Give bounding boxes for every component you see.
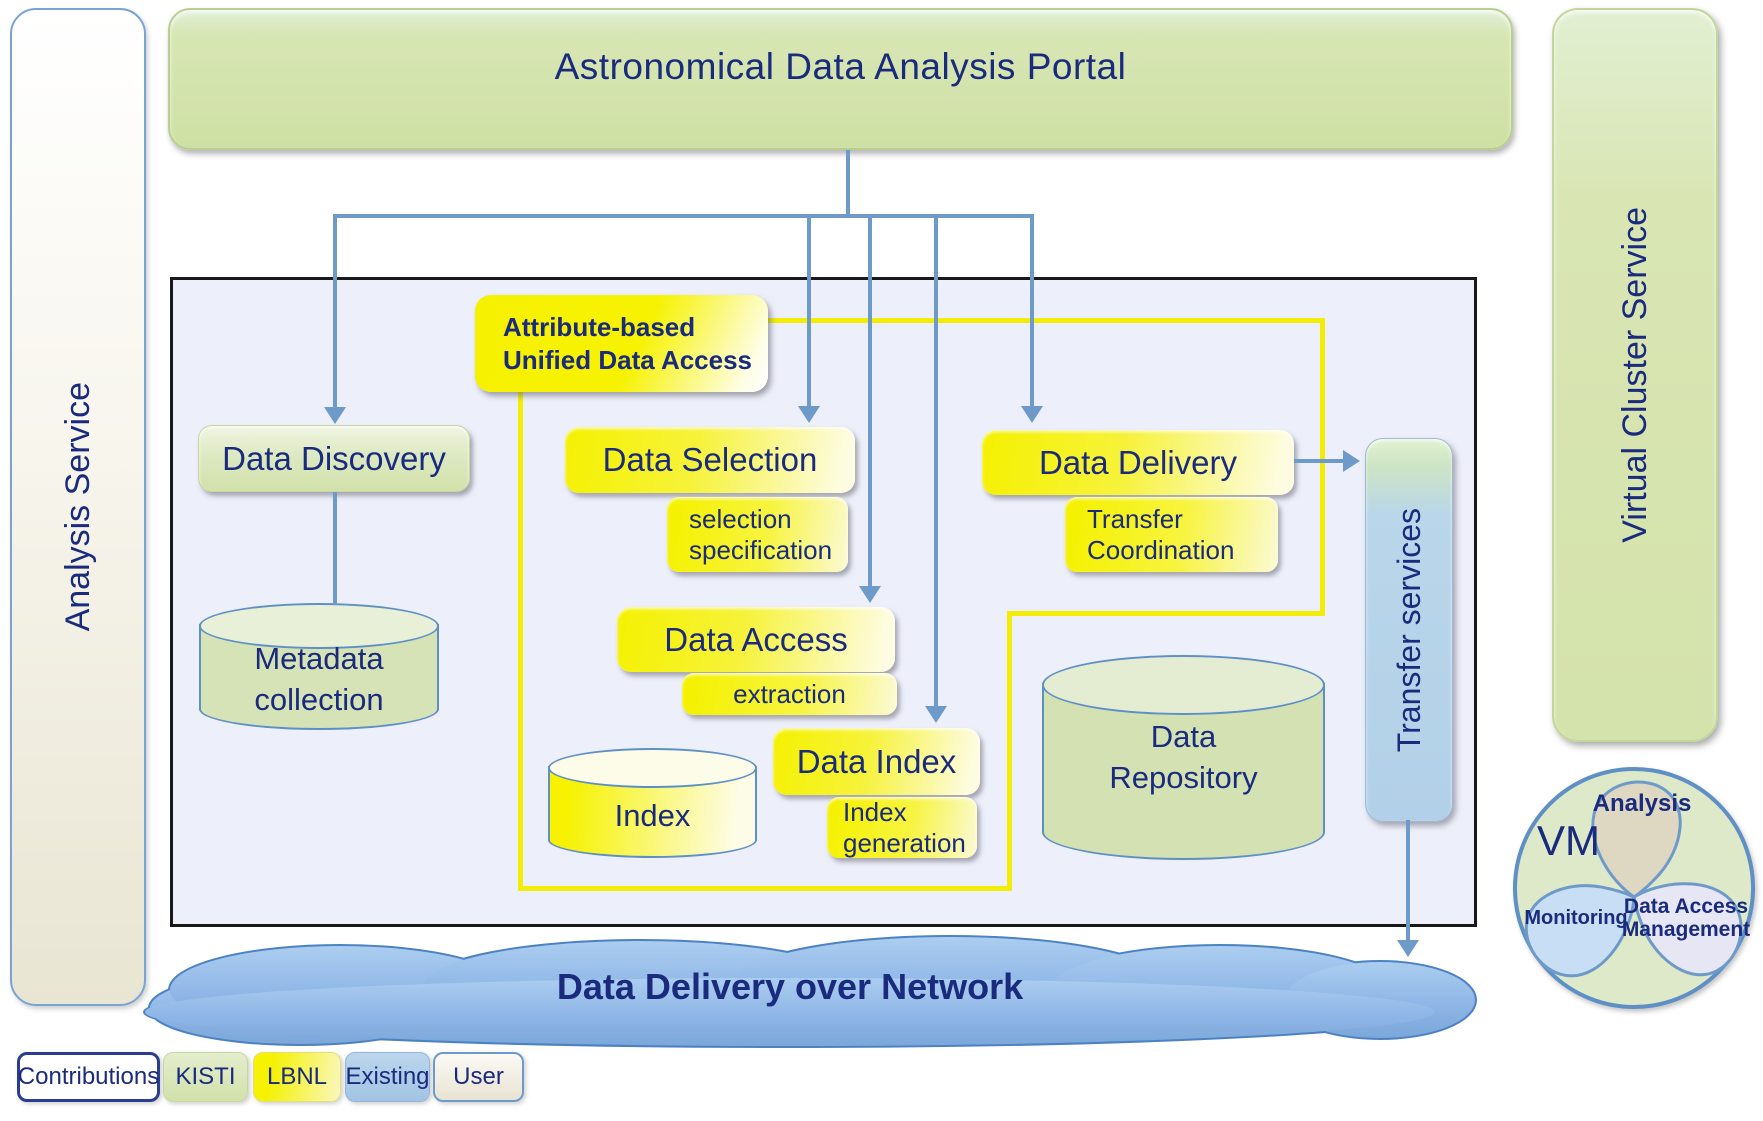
attribute-unified-access-box: Attribute-based Unified Data Access xyxy=(475,295,768,392)
extraction-label: extraction xyxy=(733,678,846,709)
network-cloud-label: Data Delivery over Network xyxy=(556,966,1024,1007)
connector-transfer-to-cloud xyxy=(1406,820,1410,942)
index-generation-box: Index generation xyxy=(827,797,977,858)
uda-loop-top-segment xyxy=(764,318,1324,323)
connector-to-data-delivery xyxy=(1030,214,1034,407)
analysis-service-label: Analysis Service xyxy=(58,382,97,632)
legend-kisti-box: KISTI xyxy=(163,1052,248,1102)
data-repository-cylinder: Data Repository xyxy=(1042,655,1325,860)
metadata-collection-cylinder: Metadata collection xyxy=(199,603,439,730)
legend-contributions-box: Contributions xyxy=(17,1052,160,1102)
arrowhead-network-cloud xyxy=(1397,940,1419,957)
data-delivery-box: Data Delivery xyxy=(982,430,1294,495)
legend-kisti-label: KISTI xyxy=(175,1063,236,1090)
cloud-fill xyxy=(145,937,1475,1046)
data-selection-box: Data Selection xyxy=(565,427,855,493)
connector-main-horizontal xyxy=(333,214,1034,218)
vm-label: VM xyxy=(1537,817,1600,864)
uda-loop-right-segment xyxy=(1320,318,1325,616)
index-generation-label: Index generation xyxy=(843,796,966,858)
virtual-cluster-service-label: Virtual Cluster Service xyxy=(1615,207,1654,543)
index-cylinder: Index xyxy=(548,748,757,858)
monitoring-petal xyxy=(1524,884,1636,978)
connector-to-data-index xyxy=(934,216,938,707)
arrowhead-transfer-services xyxy=(1343,450,1360,472)
connector-to-data-access xyxy=(868,216,872,587)
connector-discovery-to-metadata xyxy=(333,492,337,605)
uda-loop-mid-vertical-segment xyxy=(1007,611,1012,891)
legend-contributions-label: Contributions xyxy=(17,1063,160,1090)
data-index-label: Data Index xyxy=(796,742,957,780)
virtual-cluster-service-bar: Virtual Cluster Service xyxy=(1552,8,1718,742)
analysis-petal-label: Analysis xyxy=(1592,790,1692,817)
analysis-petal xyxy=(1591,780,1682,899)
attribute-unified-access-line1: Attribute-based xyxy=(503,312,696,342)
attribute-unified-access-line2: Unified Data Access xyxy=(503,344,753,375)
connector-to-data-selection xyxy=(807,216,811,407)
data-repository-cylinder-top xyxy=(1042,655,1325,715)
index-cylinder-top xyxy=(548,748,757,788)
legend-lbnl-box: LBNL xyxy=(253,1052,341,1102)
metadata-collection-label: Metadata collection xyxy=(254,641,384,717)
uda-loop-left-segment xyxy=(518,390,523,890)
transfer-coordination-box: Transfer Coordination xyxy=(1065,497,1278,572)
network-cloud xyxy=(143,935,1477,1048)
metadata-collection-cylinder-top xyxy=(199,603,439,649)
legend-lbnl-label: LBNL xyxy=(266,1063,328,1090)
uda-loop-mid-horizontal-segment xyxy=(1007,611,1325,616)
index-store-label: Index xyxy=(614,798,691,833)
analysis-service-bar: Analysis Service xyxy=(10,8,146,1006)
arrowhead-data-discovery xyxy=(324,407,346,424)
legend-user-box: User xyxy=(433,1052,524,1102)
connector-to-data-discovery xyxy=(333,216,337,408)
data-discovery-box: Data Discovery xyxy=(198,425,470,492)
vm-petals xyxy=(1524,780,1743,978)
data-index-box: Data Index xyxy=(773,728,980,795)
monitoring-petal-label: Monitoring xyxy=(1524,907,1628,929)
uda-loop-bottom-segment xyxy=(518,886,1012,891)
data-access-box: Data Access xyxy=(617,607,895,672)
data-access-management-petal-label: Data Access Management xyxy=(1621,895,1751,942)
data-repository-label: Data Repository xyxy=(1109,719,1258,795)
data-access-label: Data Access xyxy=(664,620,848,658)
data-delivery-label: Data Delivery xyxy=(1038,443,1238,481)
data-selection-label: Data Selection xyxy=(602,441,818,478)
connector-delivery-to-transfer xyxy=(1294,459,1344,463)
arrowhead-data-selection xyxy=(798,406,820,423)
legend-existing-label: Existing xyxy=(345,1063,430,1090)
data-discovery-label: Data Discovery xyxy=(222,439,446,477)
portal-banner: Astronomical Data Analysis Portal xyxy=(168,8,1513,150)
connector-portal-stem xyxy=(846,150,850,216)
arrowhead-data-index xyxy=(925,706,947,723)
transfer-coordination-label: Transfer Coordination xyxy=(1087,503,1235,565)
transfer-services-bar: Transfer services xyxy=(1365,438,1453,822)
extraction-box: extraction xyxy=(682,673,897,715)
vm-circle: VM Analysis Monitoring Data Access Manag… xyxy=(1513,767,1755,1009)
arrowhead-data-access xyxy=(859,586,881,603)
selection-specification-label: selection specification xyxy=(689,503,833,565)
data-access-management-petal xyxy=(1632,882,1743,977)
arrowhead-data-delivery xyxy=(1021,406,1043,423)
legend-existing-box: Existing xyxy=(345,1052,430,1102)
selection-specification-box: selection specification xyxy=(667,497,848,572)
transfer-services-label: Transfer services xyxy=(1390,507,1427,753)
portal-title: Astronomical Data Analysis Portal xyxy=(554,46,1127,87)
legend-user-label: User xyxy=(453,1063,504,1090)
